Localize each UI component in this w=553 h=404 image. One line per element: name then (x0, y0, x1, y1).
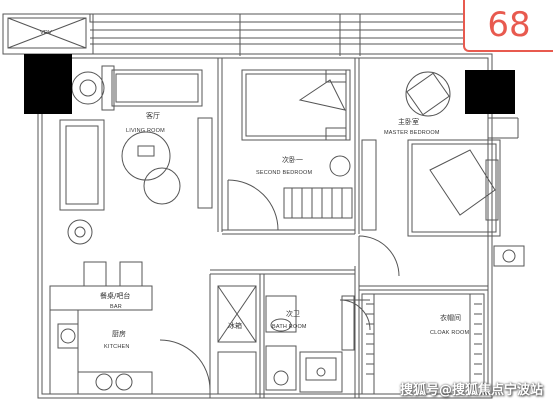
cloakroom-cn: 衣帽间 (440, 313, 461, 322)
kitchen-en: KITCHEN (104, 344, 130, 350)
master-bedroom-en: MASTER BEDROOM (384, 130, 440, 136)
living-room-cn: 客厅 (146, 111, 160, 120)
cloakroom-en: CLOAK ROOM (430, 330, 470, 336)
master-bedroom-cn: 主卧室 (398, 117, 419, 126)
bathroom-cn: 次卫 (286, 309, 300, 318)
listing-number: 68 (487, 5, 531, 45)
watermark: 搜狐号@搜狐焦点宁波站 (399, 383, 543, 398)
vrv-label: VRV (40, 30, 52, 36)
kitchen-cn: 厨房 (112, 329, 126, 338)
second-bedroom-en: SECOND BEDROOM (256, 170, 312, 176)
dining-bar-cn: 餐桌/吧台 (100, 291, 130, 300)
pillar-right (465, 70, 515, 114)
second-bedroom-cn: 次卧一 (282, 155, 303, 164)
pillar-left (24, 54, 72, 114)
living-room-en: LIVING ROOM (126, 128, 165, 134)
bathroom-en: BATH ROOM (272, 324, 307, 330)
dining-bar-en: BAR (110, 304, 122, 310)
listing-number-badge: 68 (463, 0, 553, 52)
fridge-label: 冰箱 (228, 321, 242, 330)
